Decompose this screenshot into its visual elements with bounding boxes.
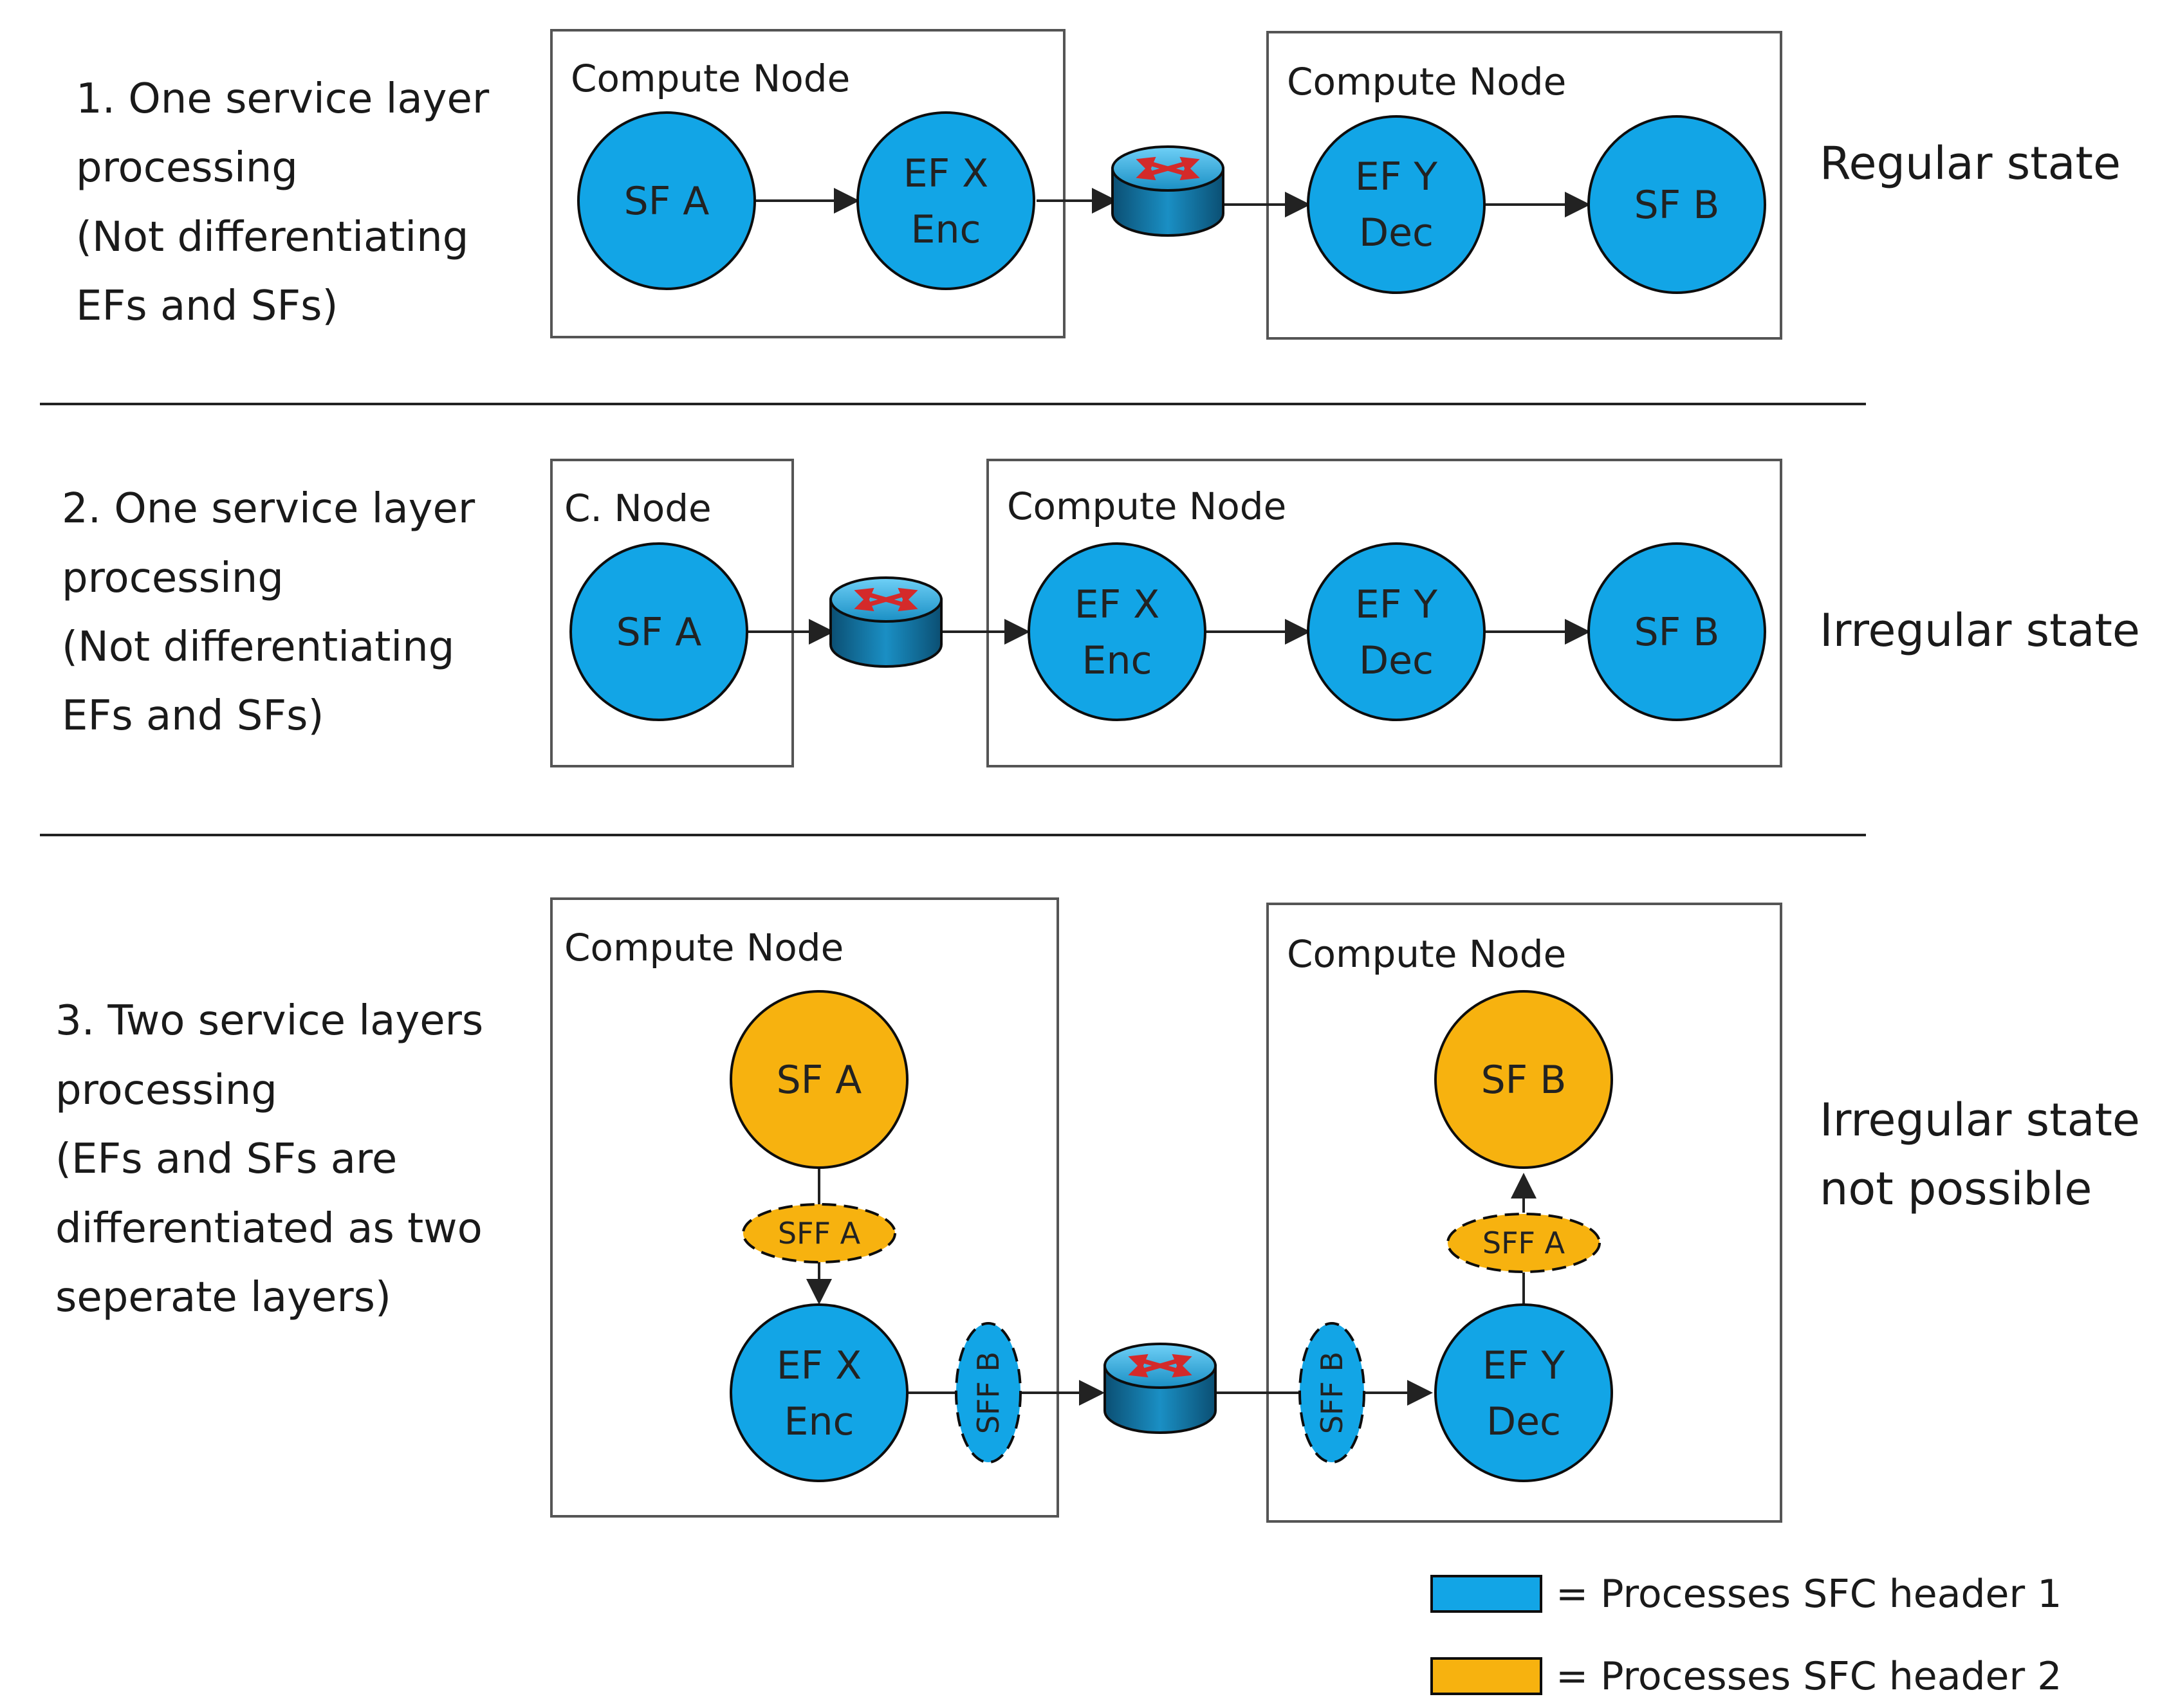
sff-b-right-label: SFF B	[1315, 1352, 1349, 1434]
node-ef-x-enc	[856, 111, 1035, 290]
node-sf-b-label: SF B	[1634, 610, 1720, 655]
sff-a-left-label: SFF A	[778, 1216, 861, 1251]
scenario-3: 3. Two service layers processing (EFs an…	[55, 897, 2140, 1523]
scenario-2-label-line: (Not differentiating	[62, 623, 454, 671]
compute-node-title: Compute Node	[571, 57, 850, 100]
scenario-2-label-line: 2. One service layer	[62, 485, 475, 533]
node-ef-x-label: EF X	[777, 1343, 862, 1388]
node-sf-a-label: SF A	[777, 1058, 862, 1103]
c-node-title: C. Node	[564, 486, 712, 530]
scenario-2-label-line: processing	[62, 555, 284, 602]
compute-node-box	[1266, 903, 1782, 1523]
node-sf-a	[569, 542, 748, 721]
node-sf-a-label: SF A	[616, 610, 702, 655]
legend: = Processes SFC header 1 = Processes SFC…	[1430, 1572, 2062, 1699]
compute-node-box	[986, 459, 1782, 767]
node-sf-a-header2	[730, 990, 909, 1169]
node-sf-a	[577, 111, 756, 290]
scenario-1-label: 1. One service layer processing (Not dif…	[76, 75, 503, 330]
node-ef-x-enc	[730, 1303, 909, 1482]
node-ef-y-label: EF Y	[1482, 1343, 1565, 1388]
scenario-1-label-line: 1. One service layer	[76, 75, 490, 123]
state-label: Regular state	[1820, 137, 2121, 190]
node-ef-y-dec	[1307, 115, 1486, 294]
node-enc-label: Enc	[1082, 638, 1152, 683]
legend-swatch-header1	[1430, 1575, 1542, 1613]
node-sf-a-label: SF A	[624, 179, 710, 224]
scenario-3-label-line: seperate layers)	[55, 1274, 391, 1321]
scenario-3-label-line: (EFs and SFs are	[55, 1135, 397, 1183]
node-ef-x-enc	[1028, 542, 1206, 721]
node-dec-label: Dec	[1359, 638, 1434, 683]
router-icon	[1105, 1344, 1215, 1433]
scenario-2: 2. One service layer processing (Not dif…	[62, 459, 2140, 767]
sff-a-left	[742, 1203, 896, 1263]
state-label: Irregular state	[1820, 1094, 2140, 1146]
node-ef-y-label: EF Y	[1355, 582, 1437, 627]
scenario-2-label-line: EFs and SFs)	[62, 692, 324, 740]
sff-a-right	[1446, 1213, 1601, 1273]
compute-node-title: Compute Node	[1287, 60, 1566, 104]
node-ef-y-label: EF Y	[1355, 154, 1437, 199]
compute-node-title: Compute Node	[1287, 932, 1566, 976]
router-icon	[831, 578, 941, 666]
node-enc-label: Enc	[911, 207, 981, 252]
compute-node-title: Compute Node	[564, 926, 844, 969]
node-sf-b	[1587, 542, 1766, 721]
compute-node-box	[550, 897, 1059, 1518]
node-sf-b-header2	[1434, 990, 1613, 1169]
router-icon	[1112, 147, 1223, 235]
node-ef-y-dec	[1307, 542, 1486, 721]
c-node-box	[550, 459, 794, 767]
node-ef-x-label: EF X	[1075, 582, 1160, 627]
legend-swatch-header2	[1430, 1657, 1542, 1695]
node-dec-label: Dec	[1486, 1399, 1561, 1444]
sff-b-left	[955, 1322, 1022, 1464]
node-sf-b-label: SF B	[1634, 183, 1720, 228]
scenario-3-label-line: processing	[55, 1067, 277, 1114]
sff-b-right	[1298, 1322, 1365, 1464]
scenario-1: 1. One service layer processing (Not dif…	[76, 29, 2121, 340]
legend-text-header1: = Processes SFC header 1	[1556, 1572, 2062, 1617]
compute-node-box	[1266, 31, 1782, 340]
sff-b-left-label: SFF B	[971, 1352, 1006, 1434]
scenario-3-label-line: differentiated as two	[55, 1205, 483, 1253]
state-label: Irregular state	[1820, 604, 2140, 657]
compute-node-title: Compute Node	[1007, 484, 1286, 528]
node-ef-y-dec	[1434, 1303, 1613, 1482]
scenario-1-label-line: EFs and SFs)	[76, 282, 338, 330]
node-enc-label: Enc	[784, 1399, 854, 1444]
node-sf-b-label: SF B	[1481, 1058, 1567, 1103]
state-label: not possible	[1820, 1162, 2092, 1215]
scenario-2-label: 2. One service layer processing (Not dif…	[62, 485, 488, 740]
compute-node-box	[550, 29, 1066, 338]
scenario-3-label: 3. Two service layers processing (EFs an…	[55, 997, 497, 1321]
scenario-1-label-line: (Not differentiating	[76, 214, 468, 261]
scenario-3-label-line: 3. Two service layers	[55, 997, 483, 1045]
sff-a-right-label: SFF A	[1482, 1226, 1565, 1260]
node-ef-x-label: EF X	[903, 151, 989, 196]
legend-text-header2: = Processes SFC header 2	[1556, 1654, 2062, 1699]
node-dec-label: Dec	[1359, 210, 1434, 255]
scenario-1-label-line: processing	[76, 144, 298, 192]
node-sf-b	[1587, 115, 1766, 294]
